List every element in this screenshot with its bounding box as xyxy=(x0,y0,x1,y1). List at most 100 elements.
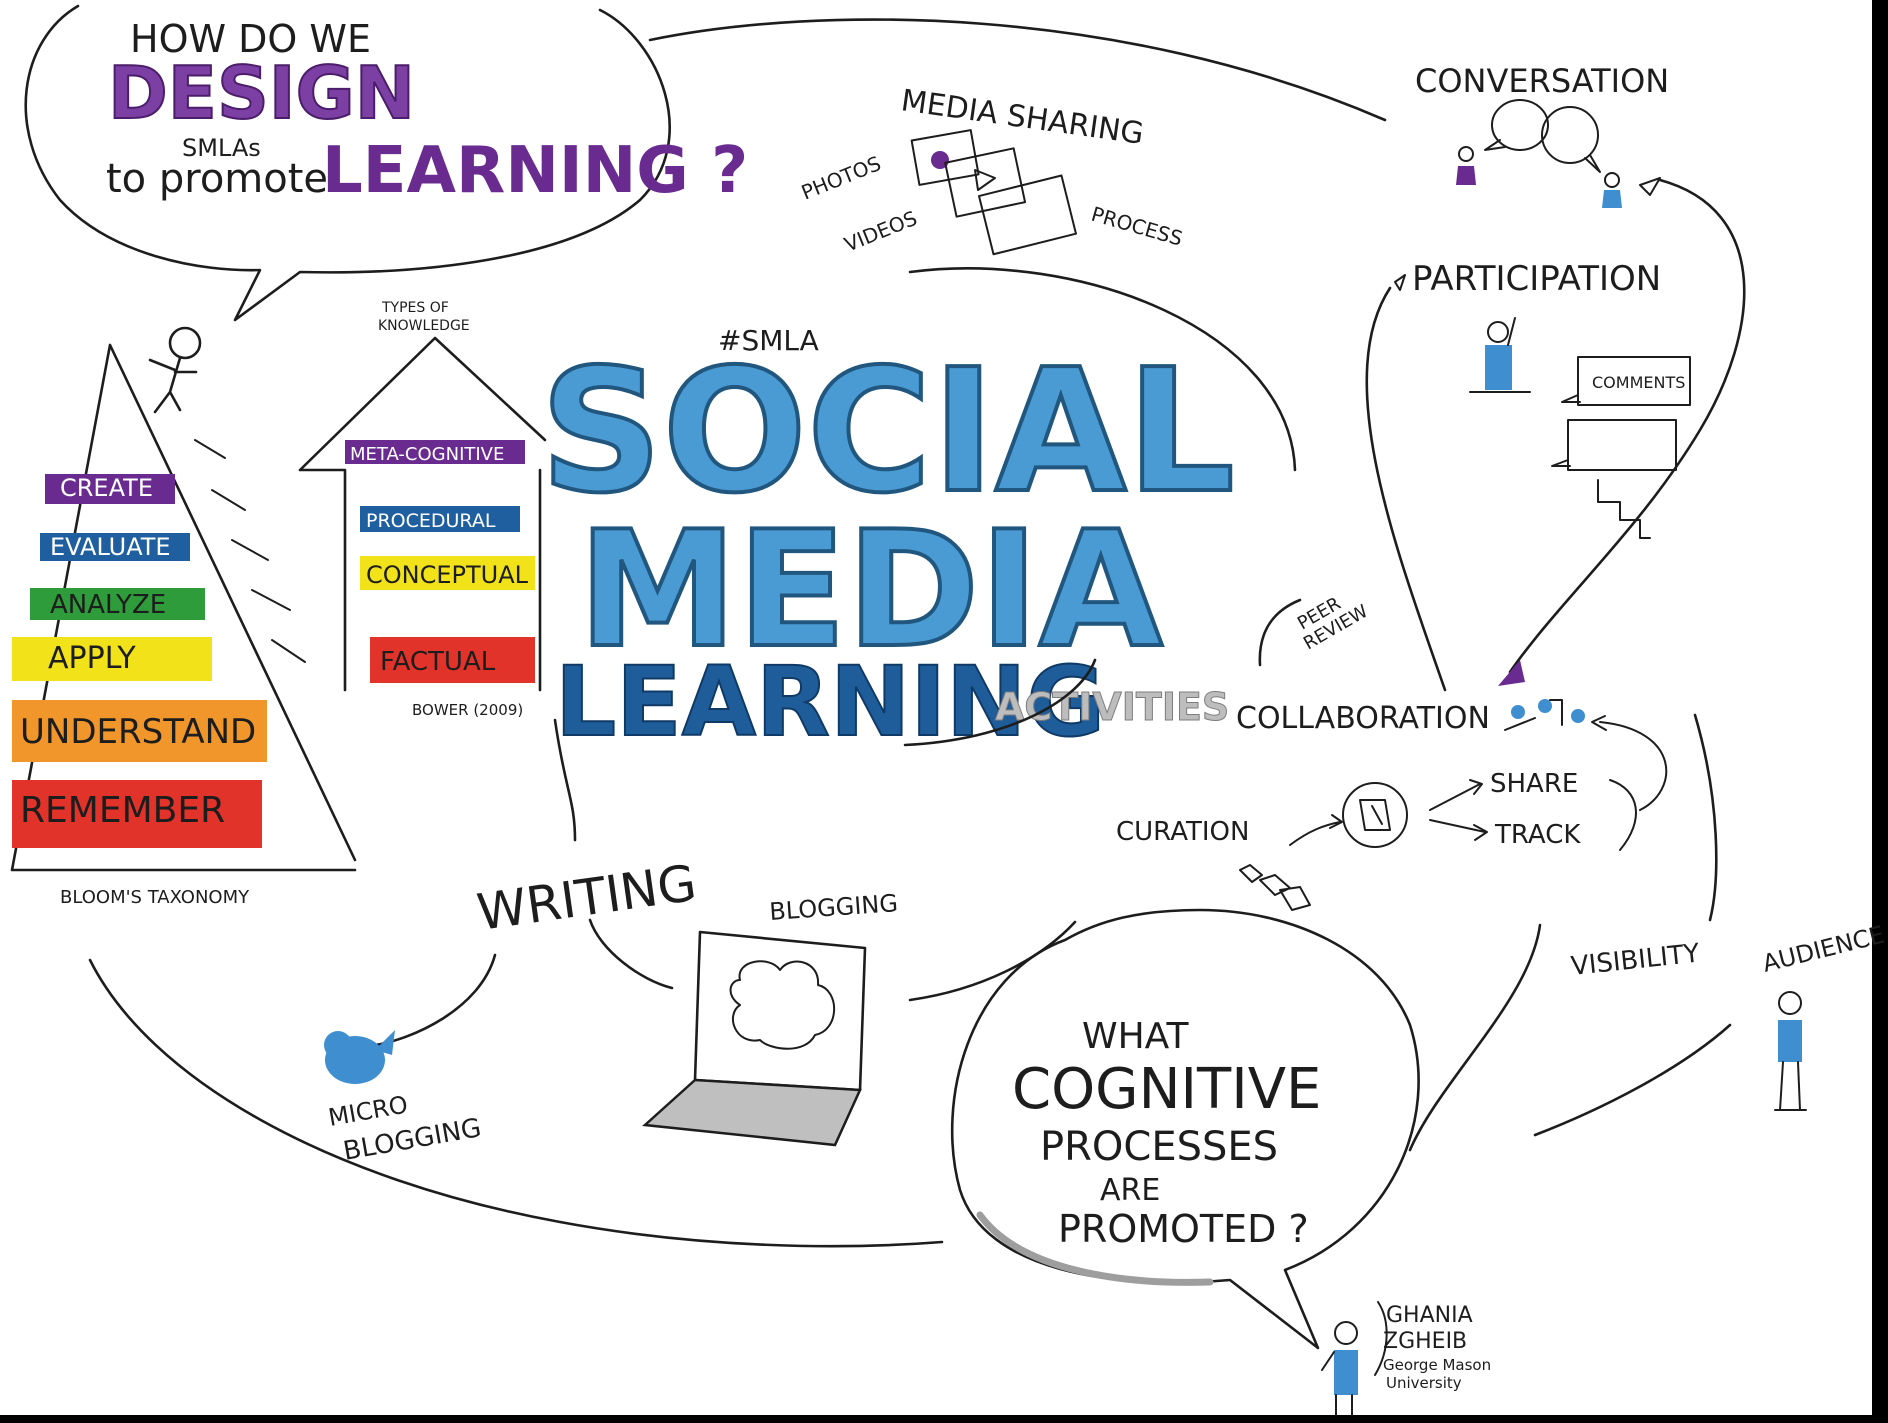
comments-label: COMMENTS xyxy=(1592,373,1685,392)
author-person-icon xyxy=(1321,1321,1358,1416)
procedural-bar xyxy=(360,506,520,532)
arrowhead-participation xyxy=(1394,274,1406,291)
peer-review-arc xyxy=(1258,598,1302,667)
apply-bar xyxy=(12,637,212,681)
curation-group: CURATION SHARE TRACK xyxy=(1116,769,1637,911)
knowledge-metacognitive: META-COGNITIVE xyxy=(350,444,504,465)
central-title: #SMLA SOCIAL MEDIA LEARNING ACTIVITIES xyxy=(538,324,1237,759)
audience-lower-arc xyxy=(1533,1023,1732,1137)
speech-bubble-outline xyxy=(24,4,671,322)
question-bottom-line-4: ARE xyxy=(1100,1173,1160,1208)
metacognitive-bar xyxy=(345,440,525,464)
author-last-name: ZGHEIB xyxy=(1383,1329,1467,1354)
comments-boxes-icon: COMMENTS xyxy=(1551,356,1691,539)
author-group: GHANIA ZGHEIB George Mason University xyxy=(1321,1301,1491,1416)
question-bottom-line-1: WHAT xyxy=(1082,1016,1189,1057)
person-left-icon xyxy=(1456,146,1476,185)
blooms-pyramid: CREATE EVALUATE ANALYZE APPLY UNDERSTAND… xyxy=(10,326,357,908)
pyramid-steps xyxy=(194,439,306,663)
knowledge-heading-1: TYPES OF xyxy=(381,300,449,316)
author-affiliation-1: George Mason xyxy=(1383,1356,1491,1374)
bird-icon xyxy=(324,1030,395,1084)
conversation-group: CONVERSATION xyxy=(1415,62,1669,208)
arrowhead-collab xyxy=(1498,660,1525,686)
question-bottom-line-3: PROCESSES xyxy=(1040,1124,1278,1170)
blooms-analyze: ANALYZE xyxy=(50,590,166,620)
raising-hand-person-icon xyxy=(1469,317,1531,393)
arrowhead-loop xyxy=(1591,715,1607,731)
arc-under-title xyxy=(903,658,1097,747)
blog-right-arc xyxy=(908,920,1077,1002)
collab-loop-arc xyxy=(1599,721,1668,811)
author-bracket xyxy=(1374,1301,1388,1376)
question-bottom-line-2: COGNITIVE xyxy=(1012,1057,1321,1122)
smlas-word: SMLAs xyxy=(182,134,261,162)
analyze-bar xyxy=(30,588,205,620)
understand-bar xyxy=(12,700,267,762)
author-affiliation-2: University xyxy=(1386,1374,1462,1392)
participation-title: PARTICIPATION xyxy=(1412,259,1661,299)
track-label: TRACK xyxy=(1494,820,1581,850)
media-cards-icon xyxy=(910,129,1077,256)
collaborating-people-icon xyxy=(1504,699,1585,731)
curation-label: CURATION xyxy=(1116,817,1249,847)
knowledge-caption: BOWER (2009) xyxy=(412,701,523,719)
knowledge-house: TYPES OF KNOWLEDGE META-COGNITIVE PROCED… xyxy=(298,300,547,719)
writing-to-blog-arc xyxy=(588,918,674,990)
curation-cards-icon xyxy=(1239,864,1311,911)
knowledge-procedural: PROCEDURAL xyxy=(366,510,496,532)
question-bubble-top: HOW DO WE DESIGN SMLAs to promote LEARNI… xyxy=(24,4,748,322)
remember-bar xyxy=(12,780,262,848)
curation-arrow xyxy=(1289,814,1343,846)
visibility-lower-arc xyxy=(1408,923,1542,1152)
question-line-1: HOW DO WE xyxy=(130,17,371,61)
knowledge-heading-2: KNOWLEDGE xyxy=(378,318,470,334)
laptop-icon xyxy=(642,930,867,1147)
share-track-bracket xyxy=(1609,779,1637,851)
title-social: SOCIAL xyxy=(540,333,1235,531)
curation-hub-cards xyxy=(1359,799,1391,831)
arc-media-right xyxy=(908,267,1297,472)
blooms-evaluate: EVALUATE xyxy=(50,533,171,561)
conversation-title: CONVERSATION xyxy=(1415,62,1669,100)
title-activities: ACTIVITIES xyxy=(995,685,1229,729)
hashtag-label: #SMLA xyxy=(718,324,819,357)
design-word: DESIGN xyxy=(108,51,415,135)
writing-connector xyxy=(553,718,577,842)
arrowhead-conversation xyxy=(1639,177,1661,196)
audience-person-icon xyxy=(1774,991,1807,1111)
house-outline xyxy=(298,336,547,692)
factual-bar xyxy=(370,637,535,683)
bottom-border xyxy=(0,1415,1888,1423)
curation-hub-icon xyxy=(1342,782,1408,848)
bottom-arc xyxy=(88,958,944,1248)
knowledge-factual: FACTUAL xyxy=(380,647,496,677)
question-bubble-bottom: WHAT COGNITIVE PROCESSES ARE PROMOTED ? xyxy=(950,908,1420,1350)
cloud-icon xyxy=(729,960,836,1050)
create-bar xyxy=(45,474,175,504)
blooms-remember: REMEMBER xyxy=(20,790,225,831)
learning-question-word: LEARNING ? xyxy=(322,134,748,208)
knowledge-conceptual: CONCEPTUAL xyxy=(366,561,529,589)
to-promote-words: to promote xyxy=(106,156,328,202)
right-border xyxy=(1872,0,1888,1423)
author-first-name: GHANIA xyxy=(1386,1303,1473,1328)
top-arc xyxy=(648,18,1387,122)
bubble-shadow xyxy=(976,1211,1214,1286)
blooms-caption: BLOOM'S TAXONOMY xyxy=(60,887,250,908)
participation-group: PARTICIPATION COMMENTS xyxy=(1394,259,1691,539)
conceptual-bar xyxy=(360,556,535,590)
curve-participation-collab xyxy=(1365,286,1447,692)
evaluate-bar xyxy=(40,533,190,561)
person-right-icon xyxy=(1602,172,1622,208)
share-arrow xyxy=(1429,779,1483,811)
visibility-arc xyxy=(1693,713,1718,922)
blooms-apply: APPLY xyxy=(48,641,136,676)
share-label: SHARE xyxy=(1490,769,1578,799)
title-learning: LEARNING xyxy=(555,646,1105,758)
blooms-understand: UNDERSTAND xyxy=(20,712,256,752)
track-arrow xyxy=(1429,819,1488,841)
collaboration-title: COLLABORATION xyxy=(1236,701,1490,736)
speech-bubble-outline-bottom xyxy=(950,908,1420,1350)
